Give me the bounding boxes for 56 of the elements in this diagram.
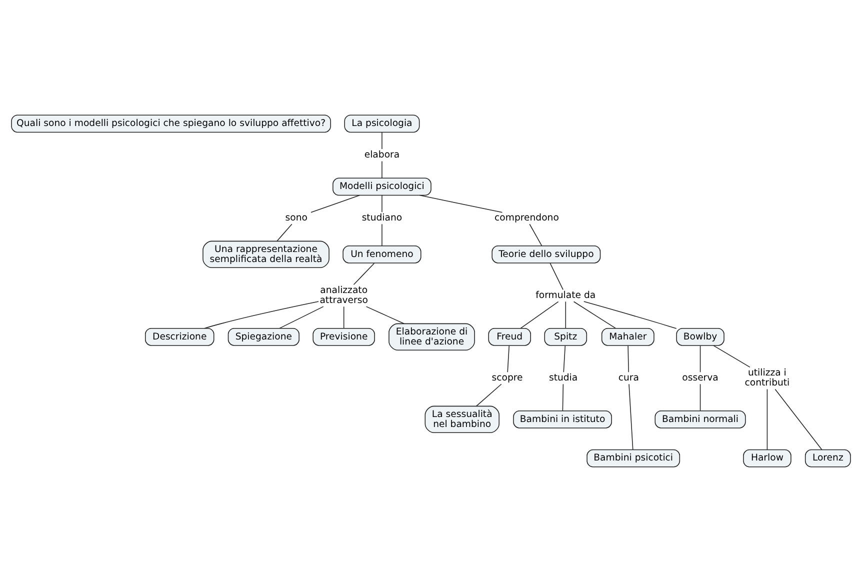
connector bbox=[573, 300, 616, 328]
node-box: Previsione bbox=[312, 327, 375, 346]
node-box: Elaborazione di linee d'azione bbox=[388, 322, 475, 350]
node-box: Bambini psicotici bbox=[586, 448, 680, 467]
node-text: studia bbox=[548, 372, 578, 384]
node-box: Una rappresentazione semplificata della realtà bbox=[202, 240, 330, 268]
node-text: sono bbox=[285, 212, 308, 224]
node-box: Harlow bbox=[743, 448, 792, 467]
node-box: La sessualità nel bambino bbox=[424, 405, 500, 433]
connector bbox=[700, 383, 701, 411]
connector bbox=[563, 344, 566, 372]
node-box: Teorie dello sviluppo bbox=[492, 244, 601, 263]
connector bbox=[628, 344, 629, 372]
node-box: Bowlby bbox=[676, 327, 724, 346]
node-text: scopre bbox=[492, 372, 523, 384]
node-box: Modelli psicologici bbox=[332, 177, 432, 196]
node-box: Un fenomeno bbox=[342, 244, 422, 263]
connector bbox=[366, 306, 404, 324]
node-box: Spitz bbox=[544, 327, 588, 346]
node-text: utilizza i contributi bbox=[744, 367, 790, 388]
node-text: comprendono bbox=[494, 212, 559, 224]
node-box: Lorenz bbox=[804, 448, 851, 467]
node-box: Bambini in istituto bbox=[513, 410, 612, 428]
connector bbox=[279, 306, 324, 328]
connector bbox=[766, 388, 768, 450]
connector bbox=[419, 194, 503, 212]
connector bbox=[550, 262, 564, 290]
connector bbox=[310, 194, 360, 212]
node-box: Quali sono i modelli psicologici che spiegano lo sviluppo affettivo? bbox=[11, 114, 331, 132]
connector bbox=[353, 262, 375, 284]
connector bbox=[562, 383, 564, 411]
connector bbox=[700, 344, 701, 372]
connector bbox=[204, 300, 319, 328]
connector bbox=[565, 300, 566, 328]
connector bbox=[520, 300, 559, 328]
connector bbox=[584, 300, 677, 328]
connector bbox=[276, 223, 292, 241]
node-box: Descrizione bbox=[145, 327, 214, 346]
node-box: La psicologia bbox=[344, 114, 420, 132]
node-box: Freud bbox=[488, 327, 531, 346]
connector bbox=[529, 223, 542, 246]
node-text: elabora bbox=[364, 149, 400, 160]
connector bbox=[713, 344, 750, 368]
node-box: Mahaler bbox=[601, 327, 654, 346]
node-text: analizzato attraverso bbox=[320, 284, 368, 306]
node-box: Spiegazione bbox=[228, 327, 300, 346]
connector bbox=[507, 344, 510, 372]
node-text: cura bbox=[618, 372, 639, 384]
node-text: formulate da bbox=[536, 290, 596, 301]
connector bbox=[628, 383, 634, 450]
connector bbox=[774, 388, 822, 450]
node-text: osserva bbox=[682, 372, 718, 384]
node-box: Bambini normali bbox=[654, 410, 746, 428]
node-text: studiano bbox=[362, 212, 402, 224]
connector bbox=[343, 306, 344, 328]
connector bbox=[476, 383, 502, 406]
